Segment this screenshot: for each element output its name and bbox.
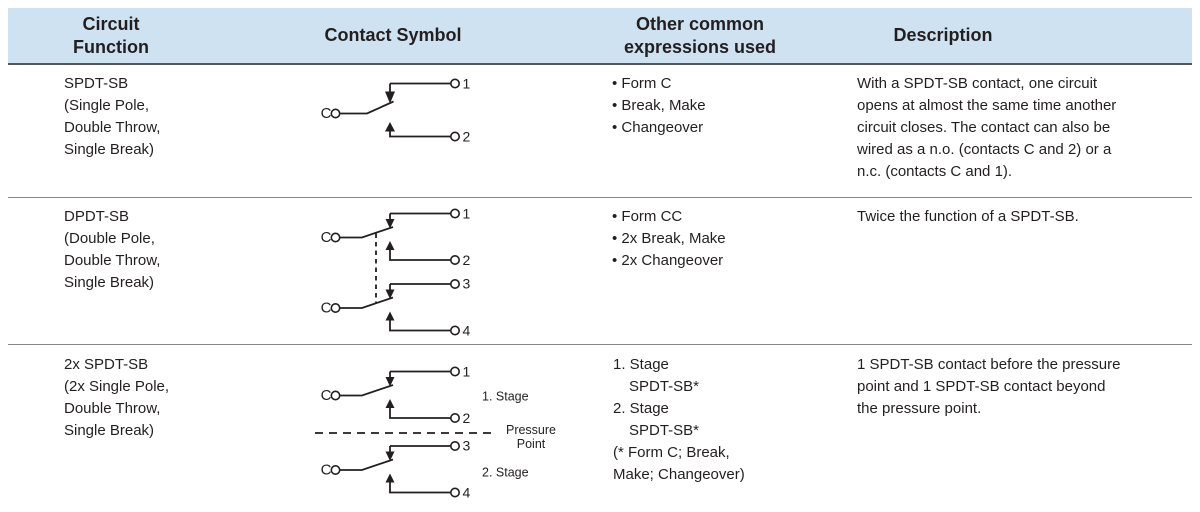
contact-1-node <box>450 78 461 89</box>
expression-item: • Form C <box>612 75 672 92</box>
contact-2-node <box>450 254 461 265</box>
contact-2-wire <box>389 131 451 138</box>
contact-4-wire <box>389 482 451 494</box>
contact-4-label: 4 <box>463 485 471 501</box>
common-terminal-node <box>330 390 341 401</box>
2x-spdt-sb-contact-symbol: C 1 2 1. Stage Pressure Point C <box>315 364 556 501</box>
contact-3-wire <box>389 445 451 452</box>
common-terminal-label: C <box>321 300 332 317</box>
pressure-point-label: Pressure <box>506 423 556 437</box>
expression-line: (* Form C; Break, <box>613 444 730 461</box>
lever-wire <box>340 296 394 309</box>
description-cell: Twice the function of a SPDT-SB. <box>857 208 1079 225</box>
pressure-point-label: Point <box>517 437 546 451</box>
expressions-list: 1. Stage SPDT-SB* 2. Stage SPDT-SB* (* F… <box>613 354 745 486</box>
no-arrow-icon <box>385 311 395 321</box>
description-cell: 1 SPDT-SB contact before the pressure po… <box>857 356 1121 417</box>
header-divider <box>8 63 1192 65</box>
contact-2-label: 2 <box>463 129 471 145</box>
changeover-unit-stage1: C 1 2 <box>321 364 471 427</box>
expression-line: SPDT-SB* <box>629 422 700 439</box>
nc-arrow-icon <box>385 377 395 387</box>
circuit-function-cell: DPDT-SB (Double Pole, Double Throw, Sing… <box>64 208 161 291</box>
contact-1-label: 1 <box>463 364 471 380</box>
common-terminal-label: C <box>321 387 332 404</box>
row-divider <box>8 197 1192 198</box>
expressions-list: • Form CC • 2x Break, Make • 2x Changeov… <box>612 206 726 272</box>
expression-line: 1. Stage <box>613 356 669 373</box>
changeover-unit-1: C 1 2 <box>321 206 471 269</box>
contact-3-label: 3 <box>463 438 471 454</box>
lever-wire <box>340 458 394 471</box>
contact-4-label: 4 <box>463 323 471 339</box>
contact-2-wire <box>389 250 451 261</box>
contact-4-node <box>450 487 461 498</box>
contact-1-node <box>450 208 461 219</box>
expression-item: • 2x Break, Make <box>612 230 726 247</box>
nc-arrow-icon <box>385 451 395 461</box>
changeover-unit-stage2: C 3 4 <box>321 438 471 501</box>
nc-arrow-icon <box>385 219 395 229</box>
expression-line: 2. Stage <box>613 400 669 417</box>
contact-1-node <box>450 366 461 377</box>
common-terminal-label: C <box>321 105 332 122</box>
contact-3-wire <box>389 283 451 290</box>
no-arrow-icon <box>385 473 395 483</box>
contact-3-node <box>450 279 461 290</box>
circuit-function-cell: 2x SPDT-SB (2x Single Pole, Double Throw… <box>64 356 170 439</box>
expression-item: • 2x Changeover <box>612 252 724 269</box>
lever-wire <box>340 384 394 397</box>
contact-1-wire <box>389 370 451 377</box>
nc-arrow-icon <box>385 91 395 104</box>
expression-line: SPDT-SB* <box>629 378 700 395</box>
col-header-other-expressions: Other common expressions used <box>623 13 777 57</box>
contact-1-wire <box>389 212 451 219</box>
col-header-circuit-function: Circuit Function <box>73 13 149 57</box>
no-arrow-icon <box>385 241 395 250</box>
contact-2-label: 2 <box>463 252 471 268</box>
common-terminal-node <box>330 303 341 314</box>
common-terminal-node <box>330 465 341 476</box>
row-divider <box>8 344 1192 345</box>
common-terminal-node <box>330 232 341 243</box>
contact-2-label: 2 <box>463 410 471 426</box>
spdt-sb-contact-symbol: C 1 2 <box>321 76 471 145</box>
contact-3-node <box>450 441 461 452</box>
no-arrow-icon <box>385 122 395 132</box>
changeover-unit-2: C 3 4 <box>321 276 471 339</box>
contact-1-label: 1 <box>463 206 471 222</box>
changeover-unit: C 1 2 <box>321 76 471 145</box>
contact-1-wire <box>389 82 451 92</box>
col-header-description: Description <box>893 25 993 45</box>
contact-4-node <box>450 325 461 336</box>
common-terminal-node <box>330 108 341 119</box>
expression-item: • Form CC <box>612 208 683 225</box>
expressions-list: • Form C • Break, Make • Changeover <box>612 73 706 139</box>
expression-item: • Break, Make <box>612 97 706 114</box>
common-terminal-label: C <box>321 462 332 479</box>
lever-wire <box>340 226 394 239</box>
col-header-contact-symbol: Contact Symbol <box>324 25 462 45</box>
dpdt-sb-contact-symbol: C 1 2 C 3 <box>321 206 471 339</box>
expression-item: • Changeover <box>612 119 704 136</box>
stage-2-label: 2. Stage <box>482 466 529 480</box>
contact-4-wire <box>389 320 451 332</box>
circuit-function-cell: SPDT-SB (Single Pole, Double Throw, Sing… <box>64 75 161 158</box>
common-terminal-label: C <box>321 229 332 246</box>
contact-1-label: 1 <box>463 76 471 92</box>
contact-2-node <box>450 412 461 423</box>
contact-2-node <box>450 131 461 142</box>
expression-line: Make; Changeover) <box>613 466 745 483</box>
stage-1-label: 1. Stage <box>482 390 529 404</box>
nc-arrow-icon <box>385 289 395 299</box>
contact-3-label: 3 <box>463 276 471 292</box>
lever-wire <box>340 100 394 115</box>
contact-2-wire <box>389 408 451 419</box>
description-cell: With a SPDT-SB contact, one circuit open… <box>857 75 1117 180</box>
no-arrow-icon <box>385 399 395 408</box>
header-background <box>8 8 1192 63</box>
